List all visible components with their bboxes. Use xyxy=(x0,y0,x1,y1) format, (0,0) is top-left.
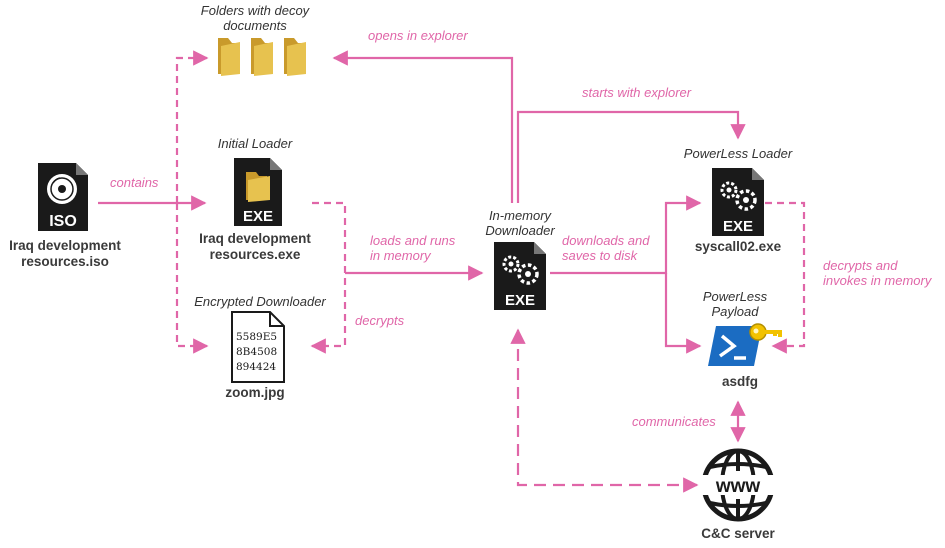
decoy-folders-icon xyxy=(218,38,306,76)
initial-loader-exe-icon: EXE xyxy=(234,158,282,226)
in-memory-downloader-exe-icon: EXE xyxy=(494,242,546,310)
zoom-jpg-name: zoom.jpg xyxy=(225,385,285,400)
initial-loader-badge: EXE xyxy=(243,208,273,225)
folders-caption: Folders with decoy documents xyxy=(200,3,310,33)
label-decrypts-and-invokes: decrypts and invokes in memory xyxy=(823,258,932,288)
edge-starts-with-explorer xyxy=(516,110,746,203)
edge-decrypts-and-invokes xyxy=(765,201,806,354)
syscall02-name: syscall02.exe xyxy=(694,239,782,254)
iso-badge: ISO xyxy=(49,213,77,230)
edge-downloads-and-saves xyxy=(550,195,702,275)
key-icon xyxy=(749,323,782,341)
in-memory-downloader-badge: EXE xyxy=(505,292,535,309)
powerless-loader-caption: PowerLess Loader xyxy=(683,146,793,161)
powerless-loader-exe-icon: EXE xyxy=(712,168,764,236)
hex-line-2: 8B4508 xyxy=(236,346,277,358)
label-loads-and-runs: loads and runs in memory xyxy=(370,233,456,263)
label-opens-in-explorer: opens in explorer xyxy=(368,28,468,43)
iso-file-icon: ISO xyxy=(38,163,88,231)
label-downloads-and-saves: downloads and saves to disk xyxy=(562,233,650,263)
label-decrypts: decrypts xyxy=(355,313,405,328)
powerless-payload-caption: PowerLess Payload xyxy=(702,289,768,319)
edge-decrypts xyxy=(310,201,347,354)
label-contains: contains xyxy=(110,175,159,190)
encrypted-downloader-caption: Encrypted Downloader xyxy=(194,294,326,309)
label-starts-with-explorer: starts with explorer xyxy=(582,85,692,100)
label-communicates: communicates xyxy=(632,414,716,429)
edge-opens-in-explorer xyxy=(332,50,514,203)
edge-downloader-to-cc xyxy=(510,328,699,493)
hex-line-3: 894424 xyxy=(236,361,276,373)
initial-loader-name: Iraq development resources.exe xyxy=(199,231,311,262)
asdfg-name: asdfg xyxy=(721,374,758,389)
initial-loader-caption: Initial Loader xyxy=(217,136,293,151)
edge-loader-to-folders xyxy=(175,50,209,203)
hex-line-1: 5589E5 xyxy=(236,331,277,343)
cc-server-name: C&C server xyxy=(701,526,775,541)
zoom-jpg-document-icon: 5589E5 8B4508 894424 xyxy=(231,311,285,383)
powershell-payload-icon xyxy=(708,326,762,366)
edge-loader-to-zoom xyxy=(175,203,209,354)
in-memory-downloader-caption: In-memory Downloader xyxy=(485,208,555,238)
cc-server-globe-icon: www xyxy=(700,448,776,522)
cc-badge: www xyxy=(715,476,761,497)
iso-name: Iraq development resources.iso xyxy=(9,238,121,269)
powerless-loader-badge: EXE xyxy=(723,218,753,235)
